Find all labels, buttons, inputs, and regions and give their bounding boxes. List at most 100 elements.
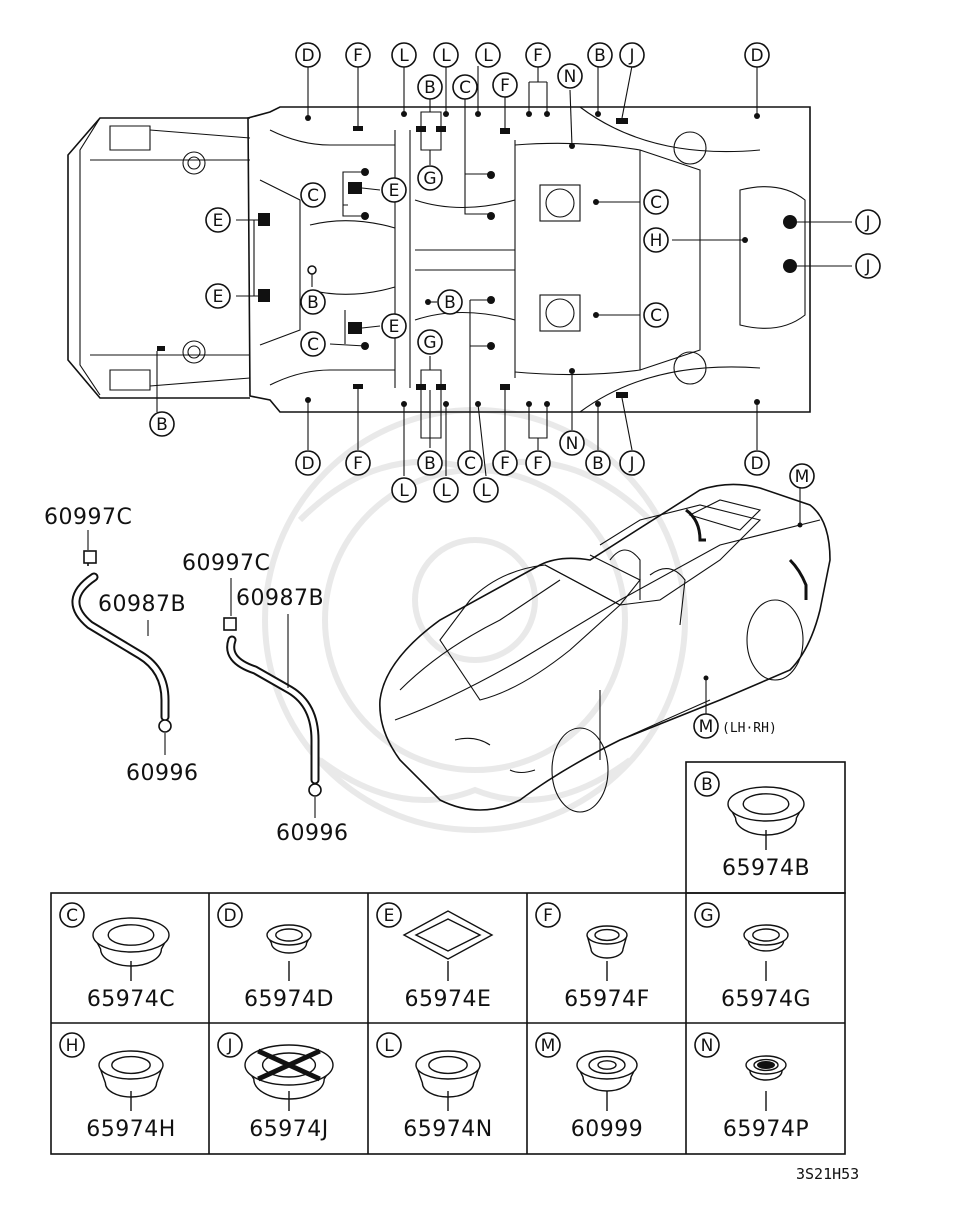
hose-right-hose-part: 60987B (236, 586, 324, 611)
part-number: 65974J (249, 1117, 328, 1142)
callout-letter: E (213, 287, 224, 307)
callout-body_left-1: E (205, 283, 231, 309)
part-letter: M (541, 1036, 556, 1056)
callout-body_mid-1: E (381, 177, 407, 203)
callout-letter: G (423, 333, 436, 353)
callout-letter: E (213, 211, 224, 231)
part-letter: L (384, 1036, 394, 1056)
part-number: 65974G (721, 987, 811, 1012)
callout-top_row-1: F (345, 42, 371, 68)
callout-car-0: M (789, 463, 815, 489)
callout-body_right-2: C (643, 302, 669, 328)
leader-lines (156, 65, 852, 477)
callout-letter: N (566, 434, 579, 454)
callout-letter: F (353, 454, 363, 474)
callout-car-1: M (693, 713, 719, 739)
part-letter: E (384, 906, 395, 926)
part-number: 65974E (405, 987, 492, 1012)
callout-bottom_row-4: F (492, 450, 518, 476)
callout-m-side-note: (LH·RH) (722, 721, 777, 736)
callout-letter: B (594, 46, 606, 66)
part-cell-g: G 65974G (694, 902, 811, 1012)
callout-letter: H (650, 231, 663, 251)
callout-letter: E (389, 317, 400, 337)
hose-right-bottom-part: 60996 (276, 821, 349, 846)
callout-bottom_row2-3: N (559, 430, 585, 456)
part-letter: C (66, 906, 78, 926)
callout-letter: J (628, 454, 634, 474)
callout-letter: C (650, 193, 662, 213)
drain-hose-left (71, 530, 172, 755)
hose-left-bottom-part: 60996 (126, 761, 199, 786)
callout-letter: B (424, 78, 436, 98)
callout-body_right-4: J (855, 253, 881, 279)
callout-letter: C (307, 335, 319, 355)
part-letter: H (66, 1036, 79, 1056)
callout-letter: D (750, 454, 763, 474)
part-cell-c: C 65974C (59, 902, 175, 1012)
callout-letter: B (444, 293, 456, 313)
callout-top_row-6: F (525, 42, 551, 68)
part-cell-e: E 65974E (376, 902, 494, 1012)
part-letter: F (543, 906, 553, 926)
callout-top_row-5: F (492, 72, 518, 98)
callout-top_row-7: B (587, 42, 613, 68)
callout-bottom_row-1: F (345, 450, 371, 476)
parts-table-grid (50, 761, 846, 1155)
callout-letter: J (864, 213, 870, 233)
callout-letter: F (500, 76, 510, 96)
callout-body_left-2: B (149, 411, 175, 437)
part-cell-n: N 65974P (694, 1032, 809, 1142)
callout-letter: J (864, 257, 870, 277)
callout-top_row-4: L (475, 42, 501, 68)
callout-letter: G (423, 169, 436, 189)
callout-letter: L (399, 481, 409, 501)
callout-body_mid-5: B (437, 289, 463, 315)
callout-letter: D (301, 454, 314, 474)
callout-letter: M (699, 717, 714, 737)
callout-letter: B (592, 454, 604, 474)
callout-letter: F (500, 454, 510, 474)
part-letter: N (701, 1036, 714, 1056)
callout-bottom_row2-0: L (391, 477, 417, 503)
callout-top_row2-0: B (417, 74, 443, 100)
callout-letter: C (307, 186, 319, 206)
callout-body_right-1: H (643, 227, 669, 253)
callout-letter: C (459, 78, 471, 98)
callout-top_row2-2: N (557, 63, 583, 89)
underbody-markers (157, 111, 797, 407)
callout-bottom_row-5: F (525, 450, 551, 476)
callout-bottom_row-7: J (619, 450, 645, 476)
part-letter: B (701, 775, 713, 795)
part-letter: D (223, 906, 236, 926)
hose-right-top-part: 60997C (182, 551, 270, 576)
diagram-reference-code: 3S21H53 (796, 1165, 859, 1183)
underbody-outline (67, 106, 811, 413)
callout-body_mid-2: B (300, 289, 326, 315)
callout-bottom_row-2: B (417, 450, 443, 476)
callout-letter: M (795, 467, 810, 487)
callout-letter: J (628, 46, 634, 66)
part-number: 65974P (723, 1117, 809, 1142)
callout-top_row-9: D (744, 42, 770, 68)
callout-letter: F (353, 46, 363, 66)
callout-letter: D (750, 46, 763, 66)
callout-letter: B (307, 293, 319, 313)
part-number: 65974C (87, 987, 175, 1012)
callout-letter: N (564, 67, 577, 87)
callout-letter: L (483, 46, 493, 66)
part-number: 65974D (244, 987, 334, 1012)
callout-bottom_row2-1: L (433, 477, 459, 503)
part-letter: G (700, 906, 713, 926)
callout-letter: B (424, 454, 436, 474)
part-number: 60999 (571, 1117, 644, 1142)
callout-top_row-2: L (391, 42, 417, 68)
